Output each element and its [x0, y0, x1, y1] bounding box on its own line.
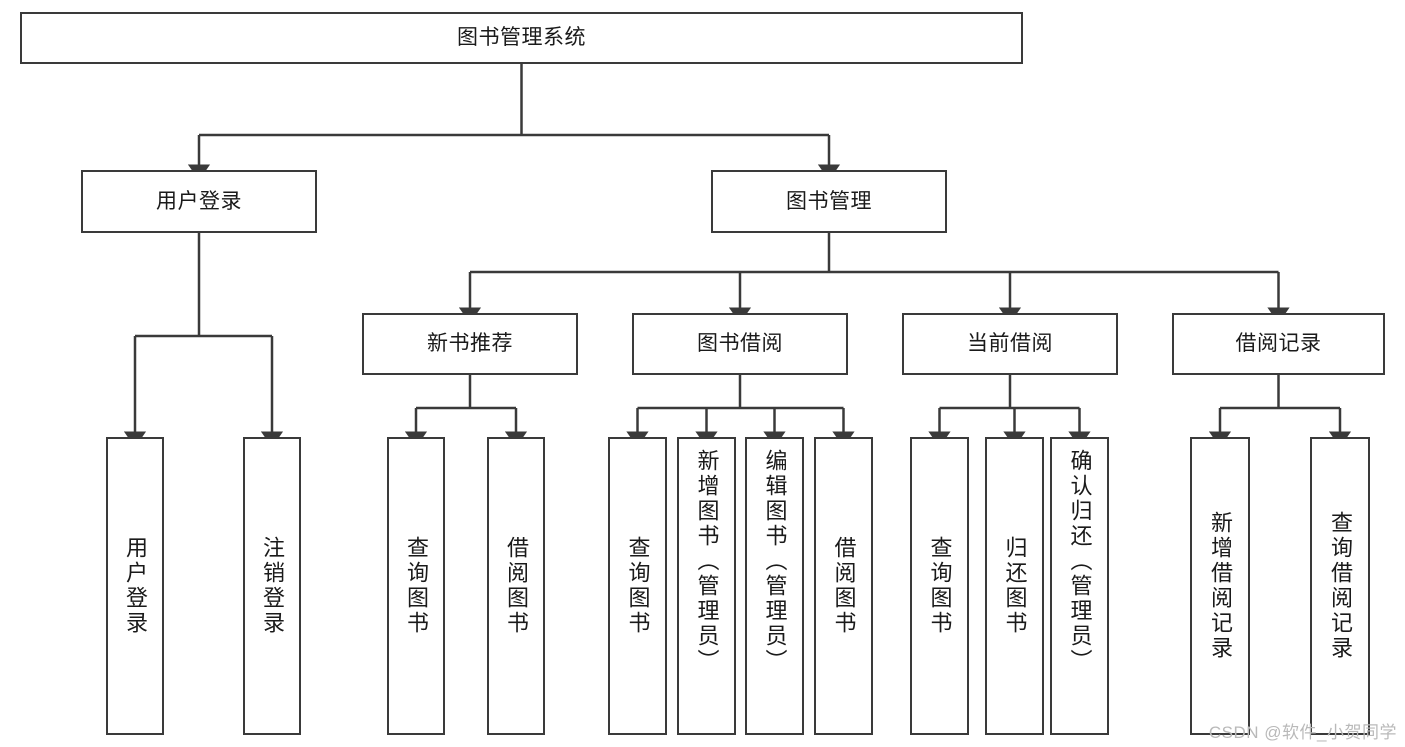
node-leaf-query-3[interactable]: 查询图书 — [910, 437, 969, 735]
node-borrow-record[interactable]: 借阅记录 — [1172, 313, 1385, 375]
node-label: 图书借阅 — [697, 332, 783, 356]
node-leaf-edit-book[interactable]: 编辑图书（管理员） — [745, 437, 804, 735]
node-label: 查询图书 — [625, 536, 651, 636]
node-label: 图书管理 — [786, 189, 872, 213]
node-leaf-add-rec[interactable]: 新增借阅记录 — [1190, 437, 1250, 735]
node-leaf-borrow-1[interactable]: 借阅图书 — [487, 437, 545, 735]
node-label: 新增借阅记录 — [1208, 511, 1233, 661]
node-label: 图书管理系统 — [457, 26, 586, 50]
node-label: 查询借阅记录 — [1328, 511, 1353, 661]
node-label: 用户登录 — [156, 189, 242, 213]
node-leaf-add-book[interactable]: 新增图书（管理员） — [677, 437, 736, 735]
node-leaf-query-rec[interactable]: 查询借阅记录 — [1310, 437, 1370, 735]
node-leaf-query-2[interactable]: 查询图书 — [608, 437, 667, 735]
node-leaf-borrow-2[interactable]: 借阅图书 — [814, 437, 873, 735]
node-label: 借阅记录 — [1235, 332, 1322, 356]
node-leaf-return[interactable]: 归还图书 — [985, 437, 1044, 735]
node-label: 用户登录 — [123, 536, 148, 636]
node-leaf-query-1[interactable]: 查询图书 — [387, 437, 445, 735]
node-leaf-logout[interactable]: 注销登录 — [243, 437, 301, 735]
node-leaf-user-login[interactable]: 用户登录 — [106, 437, 164, 735]
node-label: 新书推荐 — [427, 332, 513, 356]
node-label: 查询图书 — [404, 536, 429, 636]
node-book-borrow[interactable]: 图书借阅 — [632, 313, 848, 375]
node-new-book-rec[interactable]: 新书推荐 — [362, 313, 578, 375]
node-book-manage[interactable]: 图书管理 — [711, 170, 947, 233]
node-label: 确认归还（管理员） — [1067, 449, 1093, 674]
node-label: 归还图书 — [1002, 536, 1028, 636]
node-label: 查询图书 — [927, 536, 953, 636]
node-label: 借阅图书 — [831, 536, 857, 636]
node-label: 新增图书（管理员） — [694, 449, 720, 674]
node-leaf-confirm[interactable]: 确认归还（管理员） — [1050, 437, 1109, 735]
node-root[interactable]: 图书管理系统 — [20, 12, 1023, 64]
node-current-borrow[interactable]: 当前借阅 — [902, 313, 1118, 375]
node-label: 注销登录 — [260, 536, 285, 636]
node-label: 编辑图书（管理员） — [762, 449, 788, 674]
node-user-login[interactable]: 用户登录 — [81, 170, 317, 233]
node-label: 借阅图书 — [504, 536, 529, 636]
node-label: 当前借阅 — [967, 332, 1053, 356]
